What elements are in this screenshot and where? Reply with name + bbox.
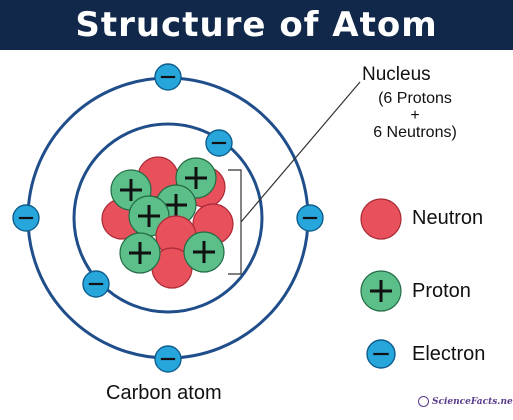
outer-electron [12, 204, 40, 232]
legend-electron-label: Electron [412, 343, 486, 365]
legend-neutron-icon [360, 198, 402, 240]
caption: Carbon atom [106, 382, 222, 404]
nucleus-plus-text: + [410, 107, 420, 124]
nucleus-label: Nucleus [362, 64, 431, 85]
title-banner: Structure of Atom [0, 0, 513, 50]
inner-electron [205, 129, 233, 157]
logo-icon [418, 396, 429, 407]
legend-proton-label: Proton [412, 280, 471, 302]
nucleus-pointer-line [240, 81, 361, 223]
inner-orbit [72, 122, 264, 314]
outer-electron [154, 63, 182, 91]
watermark: ScienceFacts.net [418, 396, 513, 407]
nucleus-proton [119, 232, 161, 274]
outer-electron [154, 345, 182, 373]
page-title: Structure of Atom [75, 5, 438, 45]
nucleus-protons-text: (6 Protons [378, 90, 452, 107]
outer-electron [296, 204, 324, 232]
nucleus-neutrons-text: 6 Neutrons) [373, 124, 457, 141]
nucleus-composition: (6 Protons + 6 Neutrons) [357, 90, 473, 141]
legend-proton-icon [360, 270, 402, 312]
inner-electron [82, 270, 110, 298]
legend-neutron-label: Neutron [412, 207, 484, 229]
watermark-text: ScienceFacts.net [432, 396, 513, 407]
legend-electron-icon [366, 339, 396, 369]
nucleus-proton [183, 231, 225, 273]
